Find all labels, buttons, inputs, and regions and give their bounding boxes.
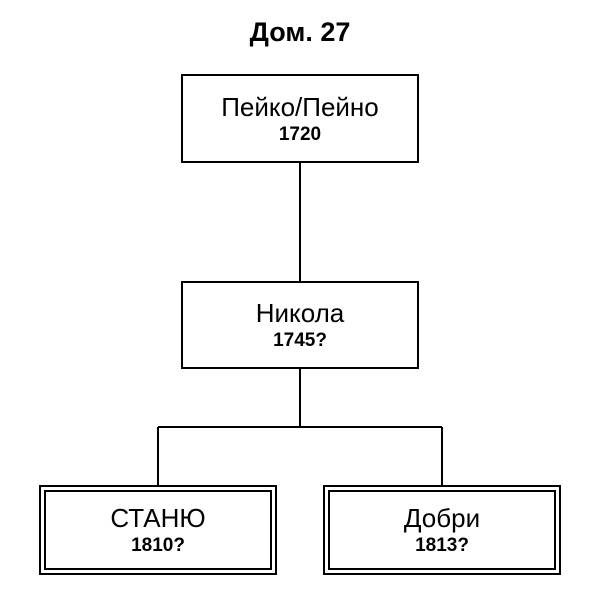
node-grandchild-right-name: Добри [403, 503, 481, 533]
node-child-name: Никола [255, 298, 345, 328]
node-root-name: Пейко/Пейно [221, 91, 379, 122]
node-grandchild-left-inner: СТАНЮ 1810? [44, 490, 272, 570]
node-root-year: 1720 [278, 123, 322, 145]
node-grandchild-right-inner: Добри 1813? [328, 490, 556, 570]
node-root: Пейко/Пейно 1720 [181, 74, 419, 163]
node-grandchild-left-year: 1810? [131, 535, 185, 556]
diagram-title: Дом. 27 [249, 17, 351, 47]
node-grandchild-right-year: 1813? [415, 535, 469, 556]
node-grandchild-left-name: СТАНЮ [110, 503, 206, 533]
node-grandchild-left: СТАНЮ 1810? [39, 485, 277, 575]
node-child: Никола 1745? [181, 281, 419, 369]
node-grandchild-right: Добри 1813? [323, 485, 561, 575]
node-child-year: 1745? [273, 330, 327, 351]
